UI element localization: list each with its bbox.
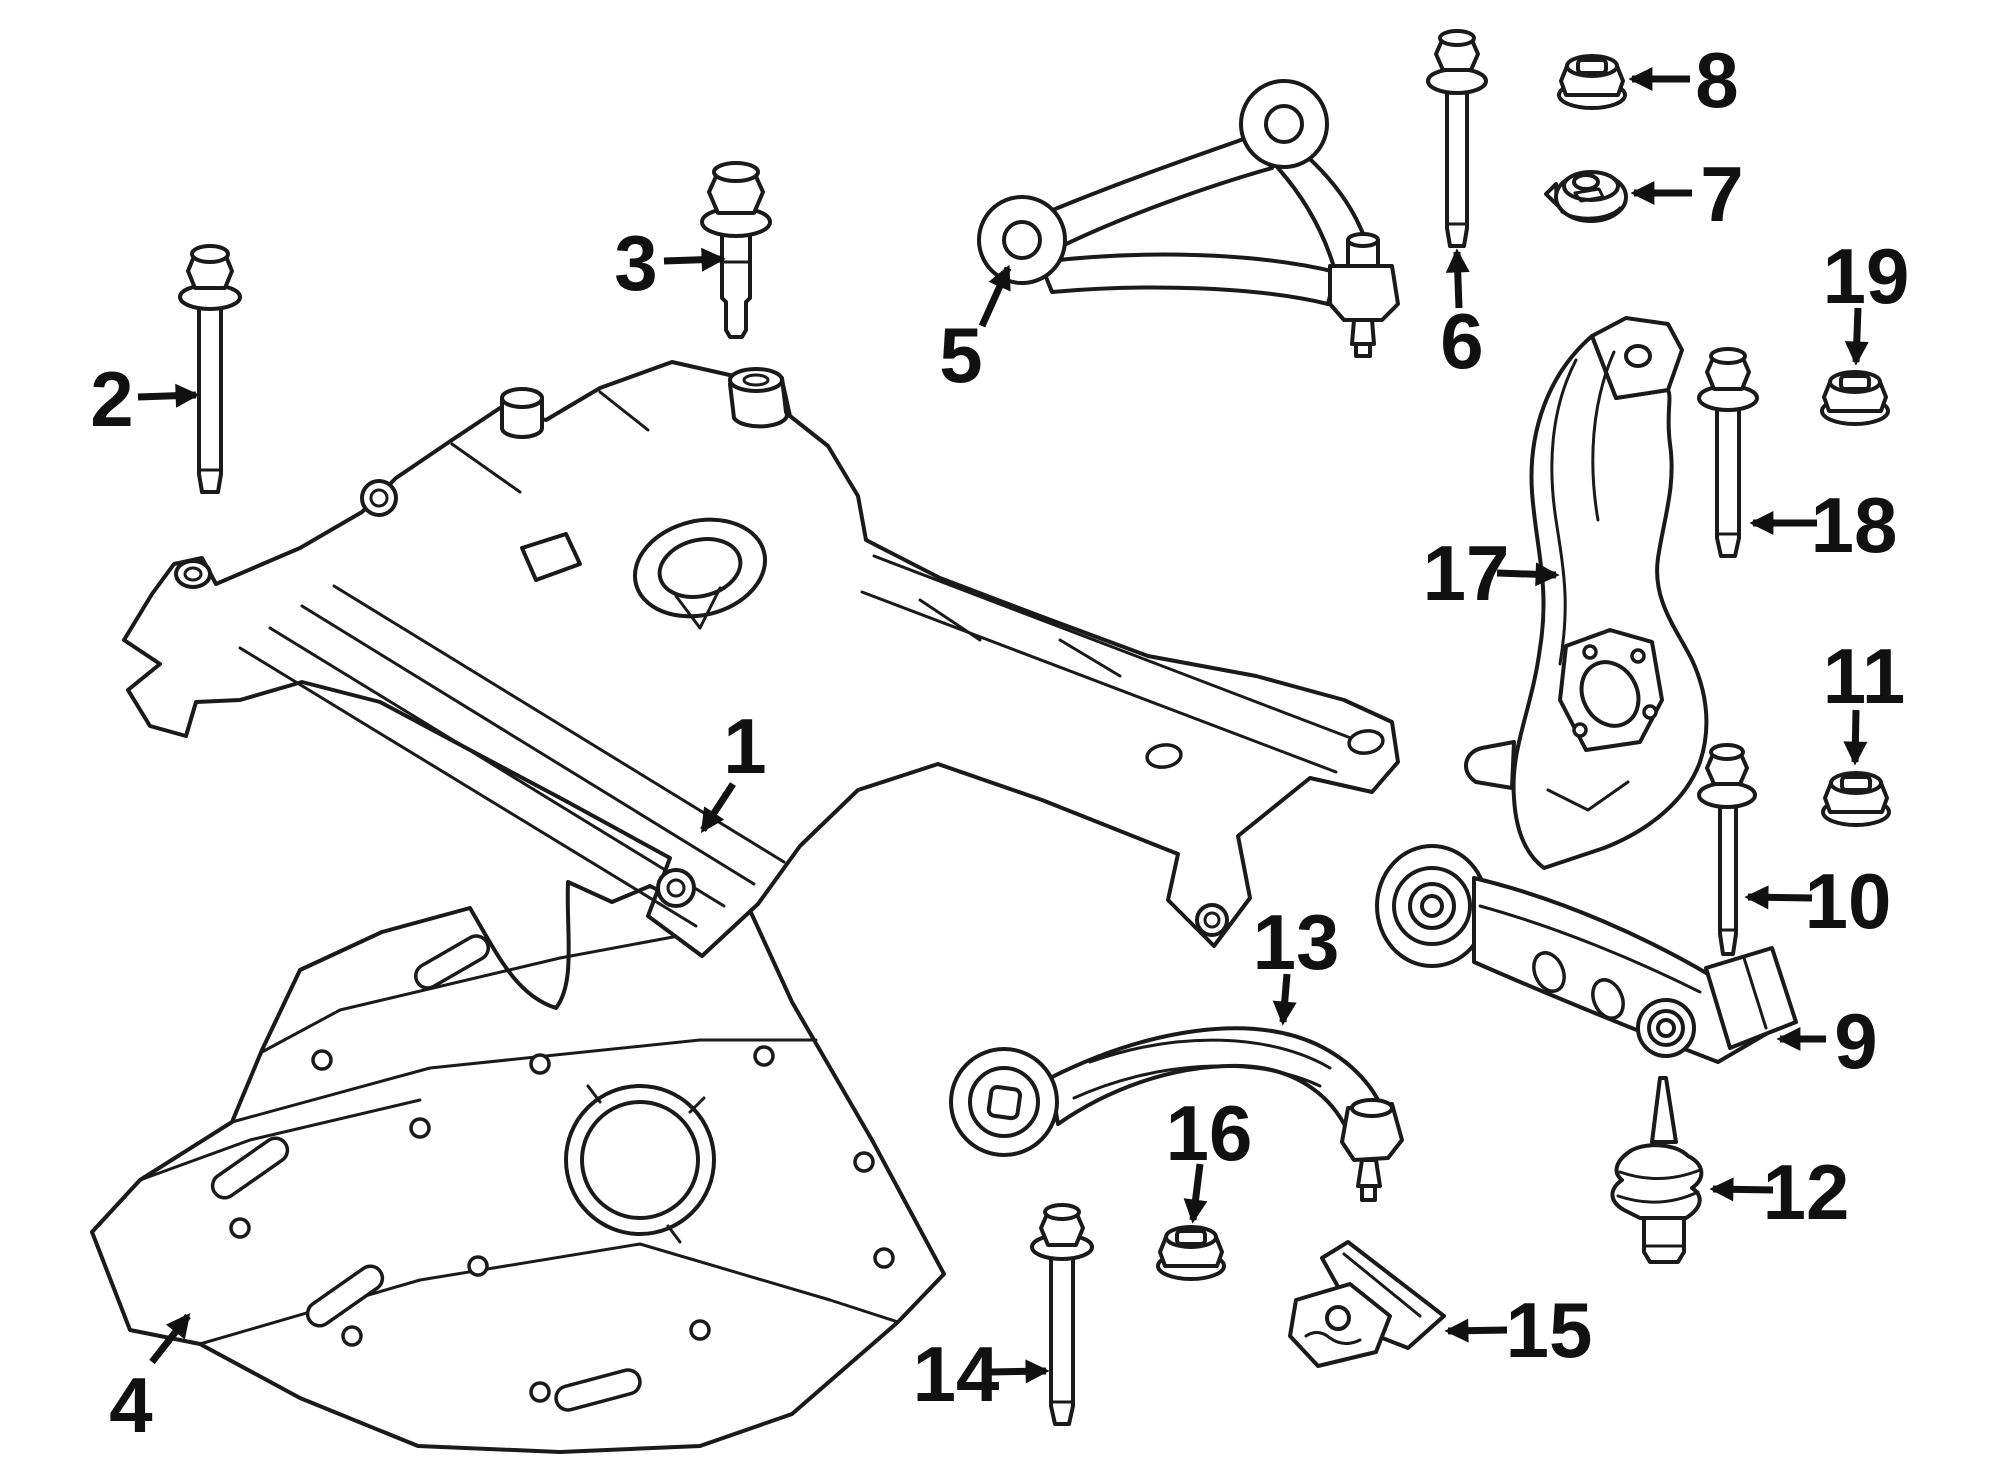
callout-arrow-1 (700, 782, 736, 834)
subframe-mount-eye (174, 559, 212, 589)
part-front-subframe (122, 360, 1400, 958)
callout-label-10: 10 (1805, 857, 1892, 945)
callout-arrow-5 (978, 264, 1012, 328)
callout-label-17: 17 (1423, 529, 1510, 617)
callout-label-13: 13 (1253, 898, 1340, 986)
callout-arrow-10 (1744, 885, 1813, 910)
part-flange-nut-19 (1820, 370, 1890, 426)
part-lower-control-arm-front (949, 1026, 1404, 1202)
callout-arrow-17 (1496, 562, 1560, 587)
part-flange-nut-16 (1156, 1225, 1226, 1281)
callout-arrow-3 (663, 247, 726, 272)
part-bolt-10 (1697, 743, 1757, 956)
callout-label-4: 4 (109, 1361, 152, 1449)
part-upper-control-arm (977, 79, 1400, 358)
part-bolt-6 (1426, 29, 1488, 248)
part-steering-knuckle (1464, 316, 1709, 870)
callout-arrow-12 (1709, 1177, 1774, 1202)
callout-label-5: 5 (939, 311, 982, 399)
part-self-locking-nut-7 (1544, 170, 1628, 223)
part-flange-nut-11 (1821, 771, 1891, 827)
callout-label-15: 15 (1506, 1286, 1593, 1374)
callout-label-11: 11 (1823, 632, 1905, 720)
callout-label-9: 9 (1834, 997, 1877, 1085)
callout-label-18: 18 (1811, 481, 1898, 569)
callout-arrow-16 (1183, 1163, 1208, 1224)
part-bolt-14 (1030, 1203, 1094, 1426)
callout-label-3: 3 (614, 219, 657, 307)
part-flange-nut-8 (1557, 54, 1627, 110)
part-ball-joint (1610, 1076, 1704, 1264)
callout-label-7: 7 (1700, 150, 1743, 238)
callout-label-19: 19 (1823, 232, 1910, 320)
part-lower-control-arm-rear (1375, 844, 1798, 1064)
callout-arrow-4 (149, 1313, 191, 1365)
callout-label-14: 14 (913, 1330, 1000, 1418)
callout-label-6: 6 (1440, 297, 1483, 385)
callout-arrow-11 (1843, 709, 1868, 766)
part-bolt-18 (1697, 347, 1759, 558)
callout-arrow-2 (137, 383, 200, 408)
callout-label-1: 1 (723, 702, 766, 790)
callout-label-2: 2 (90, 355, 133, 443)
part-retaining-bracket (1288, 1240, 1446, 1368)
part-bolt-2 (178, 244, 242, 494)
part-underbody-shield (90, 880, 946, 1454)
callout-arrow-6 (1445, 248, 1470, 309)
callout-label-16: 16 (1166, 1089, 1253, 1177)
callout-arrow-13 (1272, 973, 1297, 1026)
part-bolt-3 (700, 161, 772, 339)
callout-arrow-19 (1844, 307, 1869, 366)
callout-label-8: 8 (1695, 36, 1738, 124)
callout-arrow-15 (1444, 1318, 1508, 1343)
callout-arrow-14 (990, 1359, 1050, 1384)
callout-label-12: 12 (1763, 1148, 1850, 1236)
